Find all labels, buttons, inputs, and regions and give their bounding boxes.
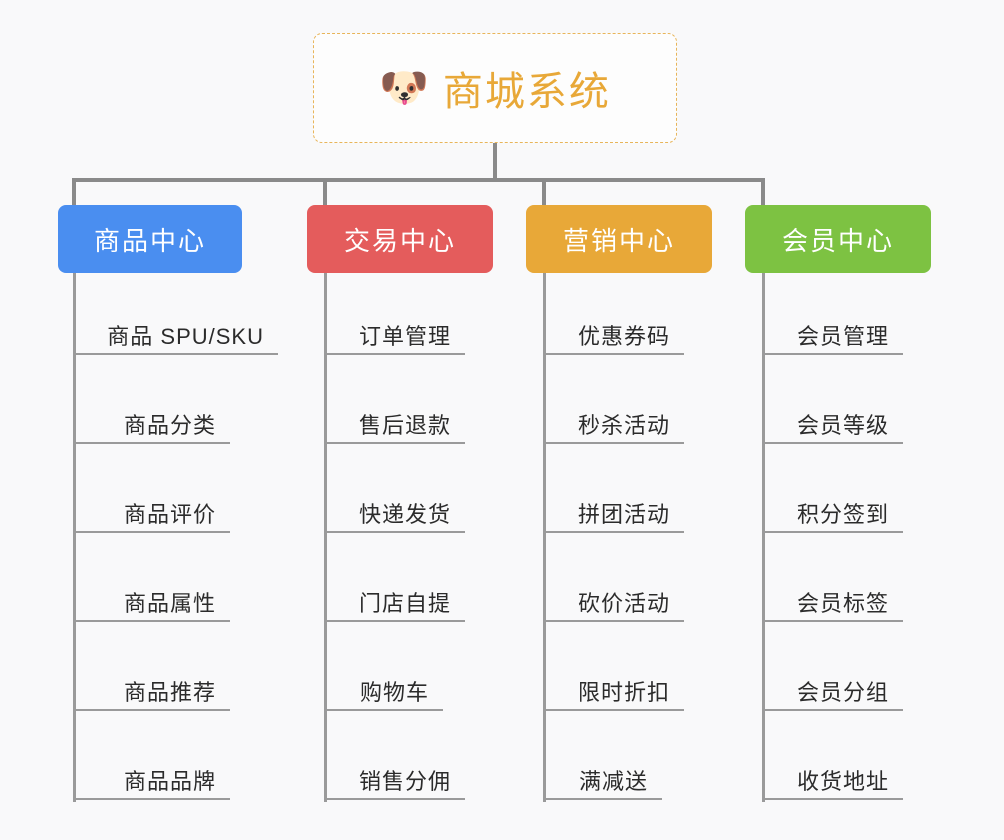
leaf-item-label: 商品推荐 — [123, 679, 216, 705]
leaf-item-label: 快递发货 — [358, 501, 451, 527]
category-label: 会员中心 — [781, 225, 894, 256]
leaf-item-label: 会员分组 — [796, 679, 889, 705]
leaf-item[interactable]: 商品评价 — [74, 485, 230, 533]
root-node[interactable]: 🐶 商城系统 — [313, 33, 677, 143]
leaf-item-label: 优惠券码 — [577, 323, 670, 349]
leaf-item[interactable]: 砍价活动 — [544, 574, 684, 622]
leaf-item-label: 商品分类 — [123, 412, 216, 438]
leaf-item[interactable]: 拼团活动 — [544, 485, 684, 533]
leaf-item[interactable]: 会员分组 — [763, 663, 903, 711]
leaf-item-label: 商品评价 — [123, 501, 216, 527]
category-box-trade-center[interactable]: 交易中心 — [307, 205, 493, 273]
branch-drop-connector-marketing-center — [542, 178, 546, 209]
category-label: 交易中心 — [343, 225, 456, 256]
leaf-item-label: 秒杀活动 — [577, 412, 670, 438]
leaf-item[interactable]: 满减送 — [544, 752, 662, 800]
leaf-item-label: 限时折扣 — [577, 679, 670, 705]
leaf-item[interactable]: 订单管理 — [325, 307, 465, 355]
category-label: 商品中心 — [93, 225, 206, 256]
leaf-item[interactable]: 积分签到 — [763, 485, 903, 533]
leaf-item[interactable]: 门店自提 — [325, 574, 465, 622]
branch-drop-connector-member-center — [761, 178, 765, 209]
leaf-item[interactable]: 售后退款 — [325, 396, 465, 444]
leaf-item-label: 订单管理 — [358, 323, 451, 349]
leaf-item-label: 商品 SPU/SKU — [107, 323, 264, 349]
leaf-item-label: 会员标签 — [796, 590, 889, 616]
leaf-item[interactable]: 商品分类 — [74, 396, 230, 444]
leaf-item[interactable]: 商品属性 — [74, 574, 230, 622]
category-box-product-center[interactable]: 商品中心 — [58, 205, 242, 273]
leaf-item-label: 会员等级 — [796, 412, 889, 438]
root-trunk-connector — [493, 143, 497, 182]
category-box-member-center[interactable]: 会员中心 — [745, 205, 931, 273]
category-label: 营销中心 — [562, 225, 675, 256]
leaf-item-label: 满减送 — [578, 768, 648, 794]
horizontal-bus-connector — [72, 178, 765, 182]
leaf-spine-marketing-center — [543, 273, 546, 802]
leaf-item-label: 销售分佣 — [358, 768, 451, 794]
leaf-item-label: 售后退款 — [358, 412, 451, 438]
shiba-dog-face-icon: 🐶 — [379, 66, 429, 110]
leaf-spine-trade-center — [324, 273, 327, 802]
leaf-item-label: 收货地址 — [796, 768, 889, 794]
leaf-item-label: 会员管理 — [796, 323, 889, 349]
branch-drop-connector-product-center — [72, 178, 76, 209]
leaf-item[interactable]: 快递发货 — [325, 485, 465, 533]
leaf-item[interactable]: 商品 SPU/SKU — [74, 307, 278, 355]
leaf-item-label: 砍价活动 — [577, 590, 670, 616]
leaf-item-label: 商品品牌 — [123, 768, 216, 794]
leaf-item-label: 购物车 — [359, 679, 429, 705]
leaf-item[interactable]: 会员标签 — [763, 574, 903, 622]
root-title: 商城系统 — [442, 70, 611, 114]
branch-drop-connector-trade-center — [323, 178, 327, 209]
leaf-item[interactable]: 购物车 — [325, 663, 443, 711]
leaf-spine-product-center — [73, 273, 76, 802]
leaf-item[interactable]: 优惠券码 — [544, 307, 684, 355]
leaf-item[interactable]: 限时折扣 — [544, 663, 684, 711]
leaf-item-label: 商品属性 — [123, 590, 216, 616]
leaf-item[interactable]: 商品推荐 — [74, 663, 230, 711]
leaf-item[interactable]: 收货地址 — [763, 752, 903, 800]
leaf-item[interactable]: 秒杀活动 — [544, 396, 684, 444]
leaf-spine-member-center — [762, 273, 765, 802]
leaf-item-label: 门店自提 — [358, 590, 451, 616]
leaf-item-label: 拼团活动 — [577, 501, 670, 527]
leaf-item[interactable]: 会员管理 — [763, 307, 903, 355]
leaf-item-label: 积分签到 — [796, 501, 889, 527]
category-box-marketing-center[interactable]: 营销中心 — [526, 205, 712, 273]
leaf-item[interactable]: 销售分佣 — [325, 752, 465, 800]
leaf-item[interactable]: 会员等级 — [763, 396, 903, 444]
leaf-item[interactable]: 商品品牌 — [74, 752, 230, 800]
